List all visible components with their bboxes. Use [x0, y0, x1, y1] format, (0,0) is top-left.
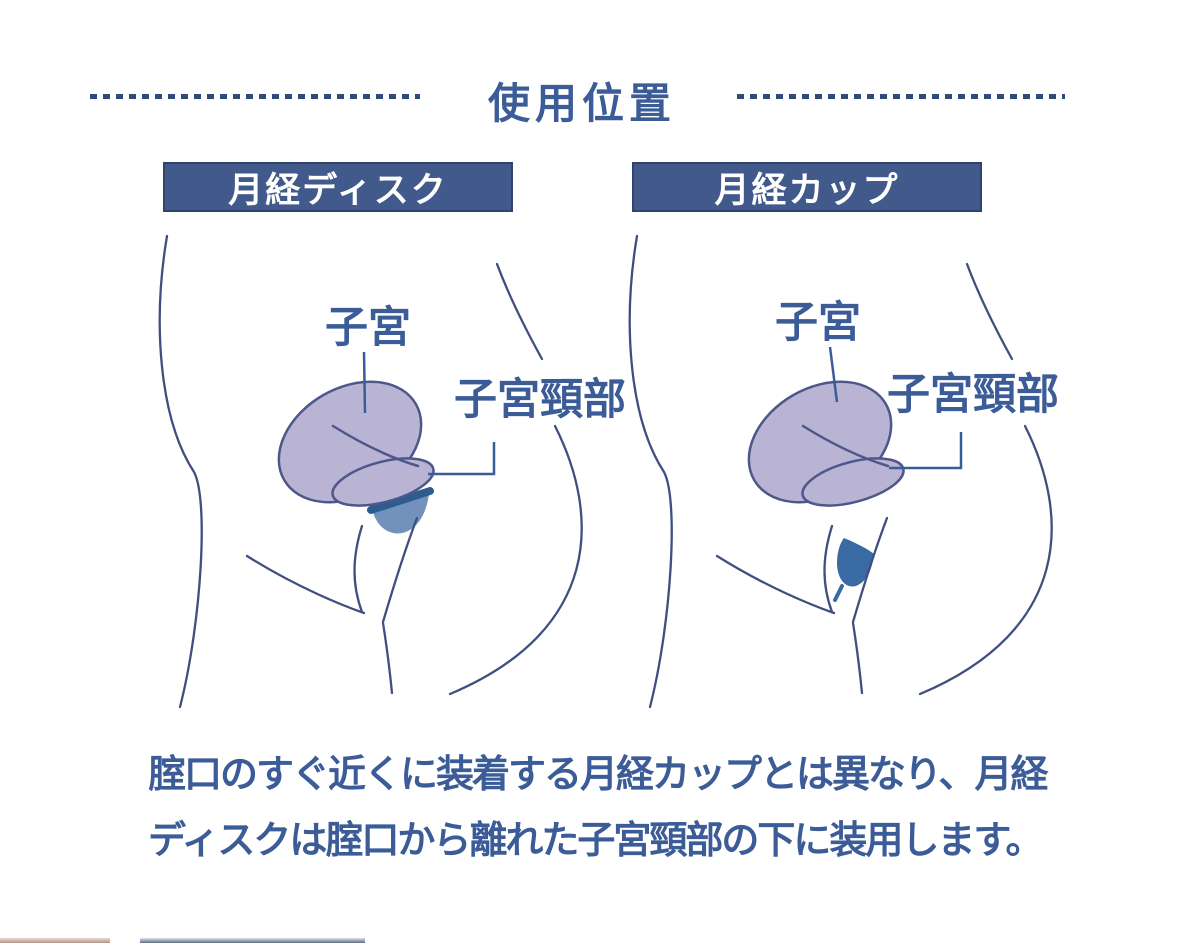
panel-header-menstrual-cup: 月経カップ	[632, 162, 982, 212]
bottom-fragment-right	[140, 938, 365, 943]
dashed-divider-right	[737, 94, 1065, 99]
cervix-leader-line	[428, 442, 496, 476]
panel-header-menstrual-disc: 月経ディスク	[163, 162, 513, 212]
menstrual-disc-rim	[367, 487, 434, 514]
bottom-fragment-left	[0, 938, 110, 943]
perineum-line	[851, 621, 864, 695]
anatomy-figure-menstrual-cup: 子宮 子宮頸部	[628, 234, 1059, 709]
uterus-label: 子宮	[325, 304, 411, 352]
uterus-inner-curve	[331, 424, 420, 468]
vaginal-canal-back-line	[381, 516, 419, 624]
vaginal-canal	[823, 516, 889, 624]
lower-back-line	[495, 262, 544, 361]
uterus-leader-line	[362, 351, 367, 414]
vaginal-canal-front-line	[353, 524, 364, 614]
thigh-line	[715, 554, 836, 615]
caption-line-2: ディスクは腟口から離れた子宮頸部の下に装用します。	[148, 820, 1044, 862]
lower-back-line	[965, 262, 1014, 361]
page-title: 使用位置	[487, 80, 676, 127]
anatomy-figure-menstrual-disc: 子宮 子宮頸部	[158, 234, 626, 709]
vaginal-canal	[353, 516, 419, 624]
uterus-group	[747, 380, 905, 507]
uterus-leader-line	[828, 346, 839, 403]
cervix-leader-line	[889, 432, 963, 470]
vaginal-canal-back-line	[851, 516, 889, 624]
body-outline	[158, 234, 583, 709]
thigh-line	[245, 554, 366, 615]
cervix-label: 子宮頸部	[887, 371, 1059, 419]
cervix-lobe	[331, 457, 435, 507]
perineum-line	[381, 621, 394, 695]
panel-title-disc: 月経ディスク	[228, 170, 448, 210]
panel-title-cup: 月経カップ	[714, 170, 900, 210]
vaginal-canal-front-line	[823, 524, 834, 614]
uterus-inner-curve	[801, 424, 890, 468]
abdomen-front-line	[158, 234, 203, 709]
dashed-divider-left	[90, 94, 420, 99]
cervix-label: 子宮頸部	[454, 376, 626, 424]
menstrual-cup-stem	[833, 584, 844, 602]
menstrual-cup-body	[837, 538, 874, 587]
caption-line-1: 腟口のすぐ近くに装着する月経カップとは異なり、月経	[148, 754, 1048, 796]
buttock-line	[448, 424, 583, 696]
body-outline	[628, 234, 1053, 709]
caption-text: 腟口のすぐ近くに装着する月経カップとは異なり、月経 ディスクは腟口から離れた子宮…	[148, 742, 1108, 874]
buttock-line	[918, 424, 1053, 696]
uterus-label: 子宮	[775, 299, 861, 347]
uterus-group	[277, 380, 435, 507]
abdomen-front-line	[628, 234, 673, 709]
